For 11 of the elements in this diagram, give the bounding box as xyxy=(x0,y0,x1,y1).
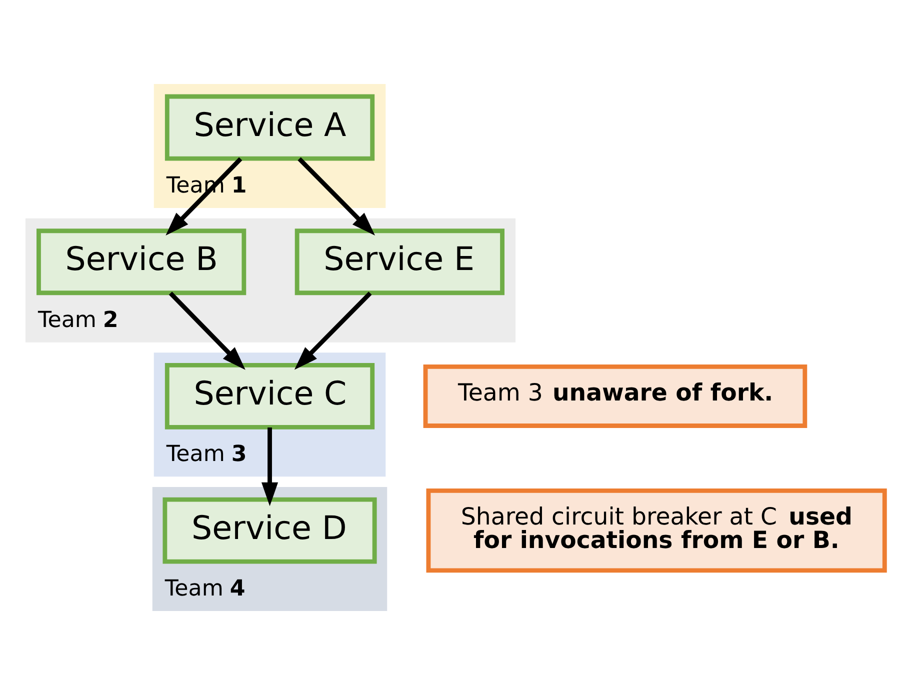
node-box: Team 3 unaware of fork. xyxy=(423,364,808,428)
arrow xyxy=(298,156,376,235)
arrow xyxy=(294,291,372,370)
node-box: Service C xyxy=(164,362,375,429)
arrow xyxy=(168,291,246,370)
node-box: Service A xyxy=(164,94,375,160)
node-box: Service E xyxy=(294,228,504,295)
node-box: Shared circuit breaker at C used for invocations from E or B. xyxy=(426,488,887,572)
node-box: Service B xyxy=(36,228,246,295)
node-box: Service D xyxy=(162,496,377,564)
arrow xyxy=(261,427,278,506)
